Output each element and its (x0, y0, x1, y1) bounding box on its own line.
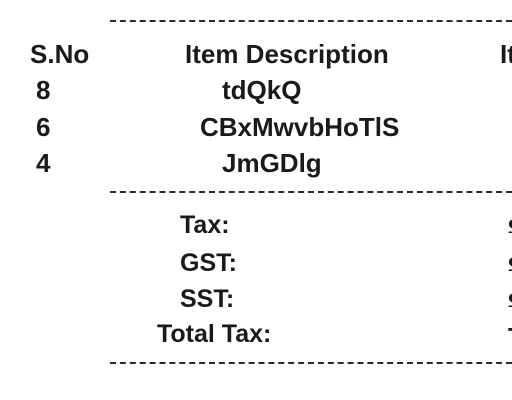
separator-middle (110, 191, 512, 193)
row-description: CBxMwvbHoTlS (200, 112, 400, 142)
row-serial: 8 (36, 75, 51, 105)
total-tax-value-partial: T (508, 322, 512, 342)
row-description: JmGDlg (222, 148, 322, 178)
row-serial: 6 (36, 112, 51, 142)
tax-value-partial: $ (508, 213, 512, 233)
row-description: tdQkQ (222, 75, 302, 105)
column-header-description: Item Description (185, 39, 389, 69)
column-header-partial: It (500, 39, 512, 69)
sst-label: SST: (180, 285, 235, 313)
separator-top (110, 20, 512, 22)
gst-value-partial: $ (508, 251, 512, 271)
row-serial: 4 (36, 148, 51, 178)
tax-label: Tax: (180, 211, 230, 239)
column-header-serial: S.No (30, 39, 90, 69)
total-tax-label: Total Tax: (157, 320, 272, 348)
sst-value-partial: $ (508, 287, 512, 307)
gst-label: GST: (180, 249, 237, 277)
separator-bottom (110, 362, 512, 364)
